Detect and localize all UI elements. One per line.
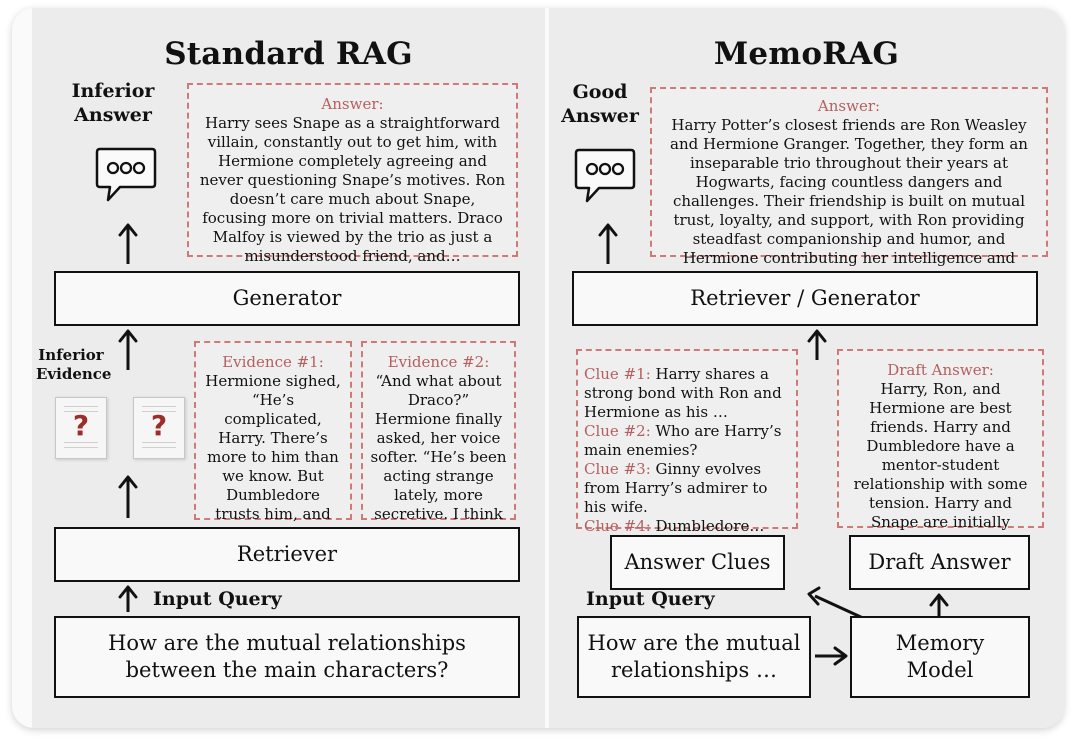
retriever-generator-box: Retriever / Generator	[572, 271, 1038, 326]
memorag-answer-box: Answer: Harry Potter’s closest friends a…	[650, 87, 1048, 286]
good-answer-label: Good Answer	[561, 81, 639, 127]
memory-model-box: Memory Model	[850, 616, 1030, 698]
draft-answer-heading: Draft Answer:	[887, 361, 994, 379]
up-arrow-icon	[118, 585, 138, 612]
clue-3: Clue #3: Ginny evolves from Harry’s admi…	[584, 460, 790, 517]
standard-answer-box: Answer: Harry sees Snape as a straightfo…	[187, 83, 518, 265]
memorag-panel: MemoRAG Good Answer Answer: Harry Potter…	[549, 8, 1064, 728]
inferior-answer-label: Inferior Answer	[71, 80, 155, 126]
chat-bubble-icon	[574, 148, 636, 203]
clues-box: Clue #1: Harry shares a strong bond with…	[576, 349, 798, 535]
evidence-1-box: Evidence #1: Hermione sighed, “He’s comp…	[194, 341, 352, 542]
clue-2-text: Who are Harry’s main enemies?	[584, 422, 782, 460]
question-document-icon: ?	[55, 397, 107, 459]
draft-answer-box: Draft Answer: Harry, Ron, and Hermione a…	[837, 349, 1044, 550]
clue-2-tag: Clue #2:	[584, 422, 651, 441]
memorag-answer-heading: Answer:	[817, 97, 881, 115]
memorag-input-query-label: Input Query	[586, 588, 715, 610]
draft-answer-node: Draft Answer	[849, 535, 1030, 590]
clue-4-text: Dumbledore…	[650, 517, 765, 536]
standard-rag-title: Standard RAG	[164, 36, 413, 72]
up-arrow-icon	[118, 329, 138, 370]
memorag-query-box: How are the mutual relationships …	[577, 616, 811, 698]
chat-bubble-icon	[95, 147, 157, 202]
right-arrow-icon	[815, 646, 848, 666]
clue-1-text: Harry shares a strong bond with Ron and …	[584, 365, 782, 422]
draft-answer-text: Harry, Ron, and Hermione are best friend…	[853, 380, 1028, 550]
clue-3-text: Ginny evolves from Harry’s admirer to hi…	[584, 460, 768, 517]
standard-answer-text: Harry sees Snape as a straightforward vi…	[199, 114, 506, 266]
standard-rag-panel: Standard RAG Inferior Answer Answer: Har…	[32, 8, 545, 728]
evidence-1-text: Hermione sighed, “He’s complicated, Harr…	[205, 372, 341, 542]
up-arrow-icon	[118, 475, 138, 518]
clue-4: Clue #4: Dumbledore…	[584, 517, 790, 536]
clue-3-tag: Clue #3:	[584, 460, 651, 479]
evidence-1-heading: Evidence #1:	[222, 353, 324, 371]
input-query-label: Input Query	[153, 588, 282, 610]
evidence-2-box: Evidence #2: “And what about Draco?” Her…	[361, 341, 516, 542]
answer-clues-box: Answer Clues	[610, 535, 785, 590]
up-arrow-icon	[807, 329, 827, 360]
query-box: How are the mutual relationships between…	[54, 616, 520, 698]
evidence-2-text: “And what about Draco?” Hermione finally…	[370, 372, 507, 542]
retriever-box: Retriever	[54, 527, 520, 582]
question-document-icon: ?	[133, 397, 185, 459]
up-arrow-icon	[118, 223, 138, 264]
up-arrow-icon	[598, 223, 618, 264]
clue-2: Clue #2: Who are Harry’s main enemies?	[584, 422, 790, 460]
clue-1: Clue #1: Harry shares a strong bond with…	[584, 365, 790, 422]
generator-box: Generator	[54, 271, 520, 326]
standard-answer-heading: Answer:	[321, 95, 384, 113]
clue-1-tag: Clue #1:	[584, 365, 651, 383]
inferior-evidence-label: Inferior Evidence	[36, 346, 112, 383]
figure-card: Standard RAG Inferior Answer Answer: Har…	[12, 8, 1064, 728]
clue-4-tag: Clue #4:	[584, 517, 651, 536]
memorag-title: MemoRAG	[713, 36, 900, 72]
diagonal-arrow-icon	[807, 586, 864, 620]
memorag-answer-text: Harry Potter’s closest friends are Ron W…	[670, 116, 1028, 286]
evidence-2-heading: Evidence #2:	[387, 353, 490, 371]
